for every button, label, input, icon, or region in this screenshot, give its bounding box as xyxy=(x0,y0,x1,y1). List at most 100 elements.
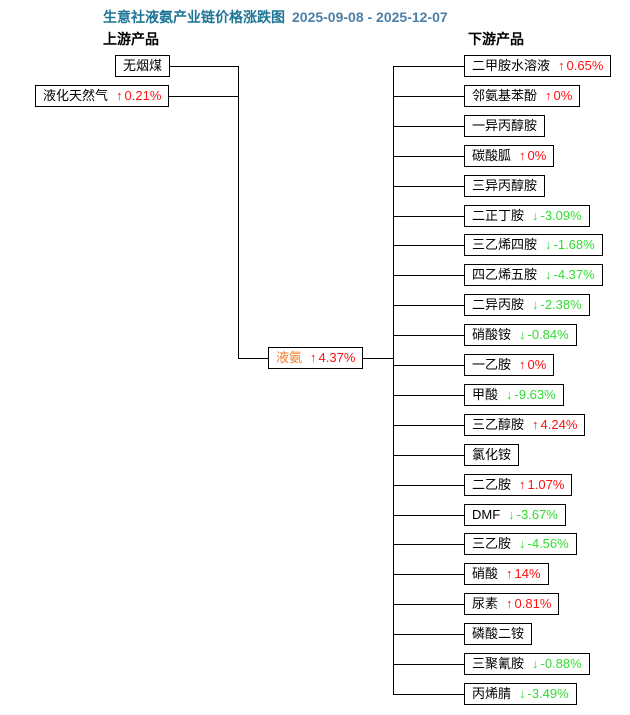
change-value: ↓-3.49% xyxy=(519,687,569,701)
product-node[interactable]: 氯化铵 xyxy=(464,444,520,466)
percent-value: -1.68% xyxy=(553,237,595,252)
percent-value: -3.49% xyxy=(527,686,569,701)
product-node[interactable]: 二甲胺水溶液↑0.65% xyxy=(464,55,612,77)
change-value: ↑4.24% xyxy=(532,418,577,432)
change-value: ↓-9.63% xyxy=(506,388,556,402)
product-node[interactable]: 四乙烯五胺↓-4.37% xyxy=(464,264,603,286)
change-value: ↑14% xyxy=(506,567,541,581)
percent-value: -9.63% xyxy=(514,387,556,402)
percent-value: -3.09% xyxy=(540,208,582,223)
product-node[interactable]: 三乙烯四胺 ↓-1.68% xyxy=(464,234,603,256)
percent-value: 0% xyxy=(527,148,547,163)
change-value: ↑0% xyxy=(545,89,572,103)
connector-line xyxy=(393,66,474,67)
product-node[interactable]: 丙烯腈 ↓-3.49% xyxy=(464,683,577,705)
product-name: 液氨 xyxy=(276,350,303,365)
connector-line xyxy=(393,634,474,635)
change-value: ↑1.07% xyxy=(519,478,564,492)
change-value: ↑0% xyxy=(519,358,546,372)
product-node[interactable]: 液氨 ↑4.37% xyxy=(268,347,364,369)
change-value: ↑0% xyxy=(519,149,546,163)
product-name: 一乙胺 xyxy=(472,357,512,372)
change-value: ↓-4.56% xyxy=(519,537,569,551)
up-arrow-icon: ↑ xyxy=(545,88,552,103)
connector-line xyxy=(393,156,474,157)
percent-value: 0.65% xyxy=(566,58,604,73)
product-name: 二正丁胺 xyxy=(472,208,525,223)
down-arrow-icon: ↓ xyxy=(519,686,526,701)
connector-line xyxy=(393,485,474,486)
connector-line xyxy=(393,216,474,217)
product-node[interactable]: 尿素↑0.81% xyxy=(464,593,560,615)
change-value: ↑0.21% xyxy=(116,89,161,103)
change-value: ↓-3.09% xyxy=(532,209,582,223)
up-arrow-icon: ↑ xyxy=(519,477,526,492)
product-node[interactable]: 碳酸胍 ↑0% xyxy=(464,145,555,167)
percent-value: 0% xyxy=(553,88,573,103)
connector-line xyxy=(393,455,474,456)
percent-value: 0% xyxy=(527,357,547,372)
product-name: 四乙烯五胺 xyxy=(472,267,538,282)
product-node[interactable]: 一乙胺 ↑0% xyxy=(464,354,555,376)
product-node[interactable]: 硝酸铵 ↓-0.84% xyxy=(464,324,577,346)
product-node[interactable]: 二正丁胺 ↓-3.09% xyxy=(464,205,590,227)
up-arrow-icon: ↑ xyxy=(519,148,526,163)
trunk-line xyxy=(393,66,394,695)
up-arrow-icon: ↑ xyxy=(519,357,526,372)
connector-line xyxy=(393,395,474,396)
product-node[interactable]: 二乙胺↑1.07% xyxy=(464,474,573,496)
connector-line xyxy=(393,694,474,695)
up-arrow-icon: ↑ xyxy=(116,88,123,103)
percent-value: 0.21% xyxy=(124,88,162,103)
product-name: 硝酸 xyxy=(472,566,499,581)
product-node[interactable]: 邻氨基苯酚 ↑0% xyxy=(464,85,581,107)
down-arrow-icon: ↓ xyxy=(532,297,539,312)
percent-value: -0.84% xyxy=(527,327,569,342)
down-arrow-icon: ↓ xyxy=(519,327,526,342)
change-value: ↓-3.67% xyxy=(508,508,558,522)
product-node[interactable]: 液化天然气 ↑0.21% xyxy=(35,85,170,107)
product-name: 丙烯腈 xyxy=(472,686,512,701)
product-name: 碳酸胍 xyxy=(472,148,512,163)
down-arrow-icon: ↓ xyxy=(532,656,539,671)
percent-value: 4.24% xyxy=(540,417,578,432)
change-value: ↑0.65% xyxy=(558,59,603,73)
product-node[interactable]: 三乙醇胺↑4.24% xyxy=(464,414,586,436)
product-node[interactable]: 磷酸二铵 xyxy=(464,623,533,645)
down-arrow-icon: ↓ xyxy=(508,507,515,522)
product-name: 一异丙醇胺 xyxy=(472,118,538,133)
product-name: 二异丙胺 xyxy=(472,297,525,312)
down-arrow-icon: ↓ xyxy=(532,208,539,223)
product-node[interactable]: 三异丙醇胺 xyxy=(464,175,546,197)
connector-line xyxy=(393,275,474,276)
product-node[interactable]: 二异丙胺↓-2.38% xyxy=(464,294,590,316)
connector-line xyxy=(393,515,474,516)
trunk-line xyxy=(238,66,239,359)
product-name: 尿素 xyxy=(472,596,499,611)
product-node[interactable]: 无烟煤 xyxy=(115,55,171,77)
product-node[interactable]: 一异丙醇胺 xyxy=(464,115,546,137)
product-name: 三乙烯四胺 xyxy=(472,237,538,252)
connector-line xyxy=(393,96,474,97)
connector-line xyxy=(393,365,474,366)
product-name: 液化天然气 xyxy=(43,88,109,103)
change-value: ↑4.37% xyxy=(310,351,355,365)
change-value: ↓-0.84% xyxy=(519,328,569,342)
upstream-header: 上游产品 xyxy=(103,31,159,47)
product-node[interactable]: 甲酸↓-9.63% xyxy=(464,384,564,406)
down-arrow-icon: ↓ xyxy=(545,237,552,252)
product-name: 邻氨基苯酚 xyxy=(472,88,538,103)
connector-line xyxy=(125,66,238,67)
percent-value: -4.37% xyxy=(553,267,595,282)
change-value: ↓-1.68% xyxy=(545,238,595,252)
product-node[interactable]: 三乙胺↓-4.56% xyxy=(464,533,577,555)
product-node[interactable]: 三聚氰胺↓-0.88% xyxy=(464,653,590,675)
percent-value: 14% xyxy=(514,566,541,581)
product-name: 三聚氰胺 xyxy=(472,656,525,671)
product-node[interactable]: DMF↓-3.67% xyxy=(464,504,566,526)
product-name: 硝酸铵 xyxy=(472,327,512,342)
connector-line xyxy=(393,574,474,575)
product-node[interactable]: 硝酸 ↑14% xyxy=(464,563,549,585)
up-arrow-icon: ↑ xyxy=(558,58,565,73)
